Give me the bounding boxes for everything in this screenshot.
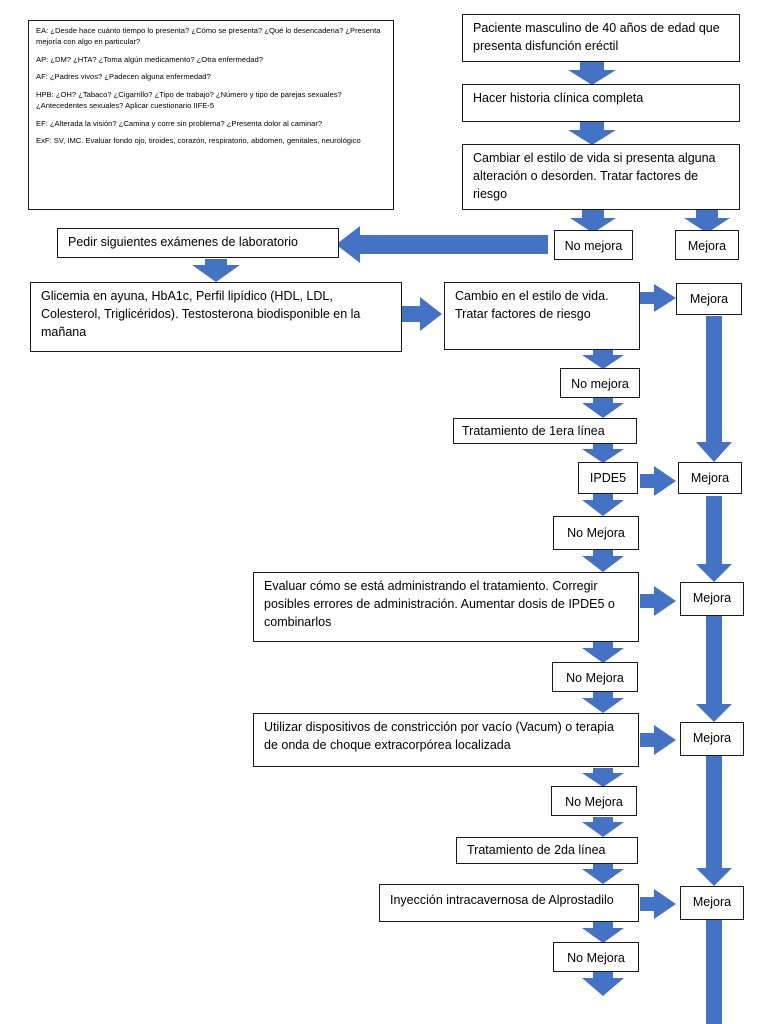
arrow-down <box>696 616 732 722</box>
note-ef: EF: ¿Alterada la visión? ¿Camina y corre… <box>36 118 323 128</box>
arrow-down <box>696 316 732 462</box>
arrow-down <box>582 864 624 884</box>
arrow-left <box>336 226 548 263</box>
arrow-down <box>582 350 624 369</box>
arrow-right <box>640 725 676 755</box>
labs-request-box: Pedir siguientes exámenes de laboratorio <box>57 228 339 258</box>
lifestyle-box: Cambiar el estilo de vida si presenta al… <box>462 144 740 210</box>
note-af: AF: ¿Padres vivos? ¿Padecen alguna enfer… <box>36 72 211 82</box>
arrow-down <box>582 642 624 663</box>
note-exf: ExF: SV, IMC. Evaluar fondo ojo, tiroide… <box>36 136 361 146</box>
no-mejora-box: No Mejora <box>552 662 638 692</box>
arrow-down <box>568 122 616 145</box>
mejora-box: Mejora <box>680 886 744 920</box>
second-line-box: Tratamiento de 2da línea <box>456 837 638 864</box>
arrow-down <box>582 444 624 463</box>
arrow-down <box>582 692 624 713</box>
mejora-box: Mejora <box>680 722 744 756</box>
arrow-down <box>568 62 616 85</box>
devices-box: Utilizar dispositivos de constricción po… <box>253 713 639 767</box>
patient-box: Paciente masculino de 40 años de edad qu… <box>462 14 740 62</box>
history-box: Hacer historia clínica completa <box>462 84 740 122</box>
arrow-right <box>640 466 676 496</box>
arrow-right <box>640 586 676 616</box>
no-mejora-box: No Mejora <box>551 786 637 816</box>
arrow-down <box>696 756 732 886</box>
ipde5-box: IPDE5 <box>578 462 638 494</box>
mejora-box: Mejora <box>676 283 742 315</box>
labs-list-box: Glicemia en ayuna, HbA1c, Perfil lipídic… <box>30 282 402 352</box>
arrow-down <box>684 210 730 233</box>
mejora-box: Mejora <box>680 582 744 616</box>
arrow-down <box>582 817 624 837</box>
arrow-down <box>582 922 624 943</box>
injection-box: Inyección intracavernosa de Alprostadilo <box>379 884 639 922</box>
arrow-down <box>696 496 732 582</box>
arrow-down <box>582 398 624 418</box>
arrow-right <box>640 889 676 919</box>
arrow-right <box>640 284 676 312</box>
note-ap: AP: ¿DM? ¿HTA? ¿Toma algún medicamento? … <box>36 54 263 64</box>
no-mejora-box: No Mejora <box>553 516 639 550</box>
arrow-down <box>570 210 616 233</box>
evaluate-box: Evaluar cómo se está administrando el tr… <box>253 572 639 642</box>
lifestyle-2-box: Cambio en el estilo de vida. Tratar fact… <box>444 282 640 350</box>
arrow-down <box>582 550 624 572</box>
mejora-box: Mejora <box>675 230 739 260</box>
note-hpb: HPB: ¿OH? ¿Tabaco? ¿Cigarrillo? ¿Tipo de… <box>36 90 342 110</box>
arrow-down <box>582 972 624 996</box>
arrow-right <box>402 297 442 331</box>
arrow-down <box>192 259 240 282</box>
arrow-down <box>582 768 624 787</box>
arrow-down <box>706 920 722 1024</box>
no-mejora-box: No mejora <box>560 368 640 398</box>
no-mejora-box: No mejora <box>554 230 633 260</box>
note-ea: EA: ¿Desde hace cuánto tiempo lo present… <box>36 26 381 46</box>
first-line-box: Tratamiento de 1era línea <box>453 418 637 444</box>
mejora-box: Mejora <box>678 462 742 494</box>
arrow-down <box>582 494 624 516</box>
no-mejora-box: No Mejora <box>553 942 639 972</box>
anamnesis-notes: EA: ¿Desde hace cuánto tiempo lo present… <box>28 20 394 210</box>
